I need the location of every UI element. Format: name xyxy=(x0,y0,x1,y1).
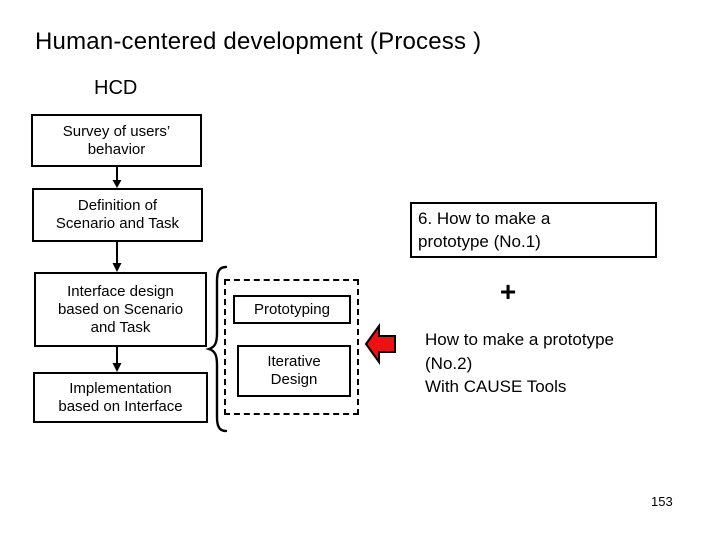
down-arrow-icon xyxy=(112,347,122,372)
prototyping-box: Prototyping xyxy=(233,295,351,324)
plus-symbol: + xyxy=(499,276,517,307)
hcd-label: HCD xyxy=(94,77,138,99)
flow-box-interface-design: Interface design based on Scenario and T… xyxy=(34,272,207,347)
note-text-prototype-no2: How to make a prototype (No.2) With CAUS… xyxy=(425,330,614,396)
page-number: 153 xyxy=(651,494,673,509)
down-arrow-icon xyxy=(112,242,122,272)
red-left-arrow-icon xyxy=(364,323,396,365)
iterative-design-box: Iterative Design xyxy=(237,345,351,397)
down-arrow-icon xyxy=(112,167,122,188)
flow-box-implementation: Implementation based on Interface xyxy=(33,372,208,423)
note-box-prototype-no1: 6. How to make a prototype (No.1) xyxy=(410,202,657,258)
page-title: Human-centered development (Process ) xyxy=(35,28,482,55)
flow-box-survey: Survey of users’ behavior xyxy=(31,114,202,167)
flow-box-definition: Definition of Scenario and Task xyxy=(32,188,203,242)
left-curly-brace-icon xyxy=(205,265,228,433)
